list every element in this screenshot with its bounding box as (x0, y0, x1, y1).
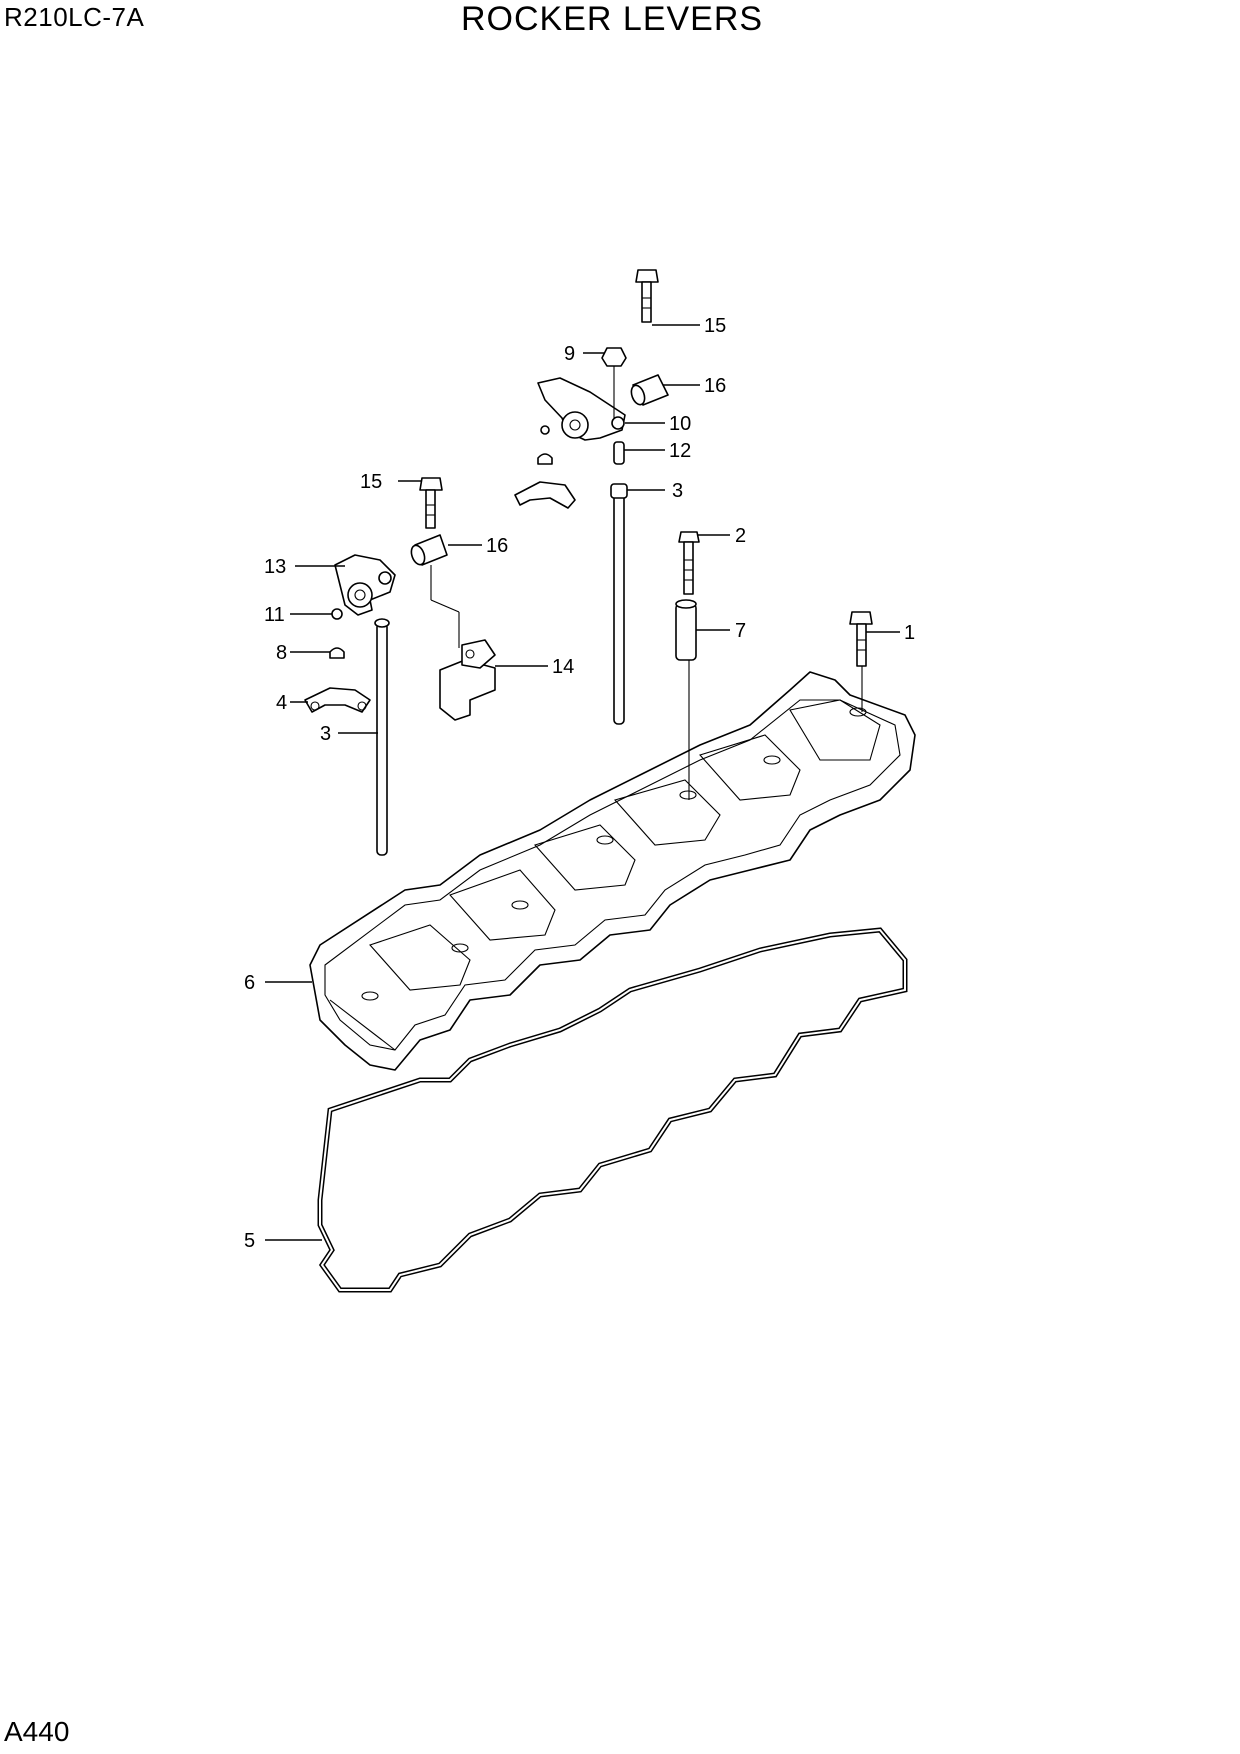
callout-11: 11 (264, 604, 285, 626)
model-code: R210LC-7A (4, 2, 145, 32)
callout-3-top: 3 (672, 480, 683, 502)
callout-1: 1 (904, 622, 915, 644)
gasket-part-5 (317, 927, 908, 1293)
page-code: A440 (4, 1716, 70, 1747)
callout-15-left: 15 (360, 471, 382, 493)
callout-12: 12 (669, 440, 691, 462)
callout-10: 10 (669, 413, 691, 435)
pin-part-12 (613, 441, 625, 465)
bolt-part-1 (849, 611, 873, 712)
callout-13: 13 (264, 556, 286, 578)
callout-8: 8 (276, 642, 287, 664)
leader-lines (265, 324, 900, 1241)
rocker-support-part-14 (439, 639, 496, 721)
bolt-part-2 (678, 531, 700, 595)
rocker-shaft-left-part-16 (410, 534, 460, 648)
page-title: ROCKER LEVERS (461, 0, 764, 38)
rocker-shaft-top-part-16 (630, 374, 669, 406)
bridge-part-4 (304, 687, 371, 713)
callout-9: 9 (564, 343, 575, 365)
callout-3-left: 3 (320, 723, 331, 745)
nut-part-9 (601, 347, 627, 418)
callout-7: 7 (735, 620, 746, 642)
callout-16-top: 16 (704, 375, 726, 397)
callout-16-left: 16 (486, 535, 508, 557)
sleeve-part-7 (675, 599, 697, 800)
top-small-parts (514, 425, 576, 509)
callout-6: 6 (244, 972, 255, 994)
ball-part-11 (331, 608, 343, 620)
rocker-lever-top (537, 377, 626, 441)
bolt-top-part-15 (635, 269, 659, 323)
bolt-left-part-15 (419, 477, 443, 529)
callout-15-top: 15 (704, 315, 726, 337)
rocker-lever-left-part-13 (334, 554, 396, 616)
pushrod-left-part-3 (374, 618, 390, 856)
rocker-cover-part-6 (309, 671, 916, 1071)
callout-4: 4 (276, 692, 287, 714)
callout-2: 2 (735, 525, 746, 547)
callout-5: 5 (244, 1230, 255, 1252)
callout-14: 14 (552, 656, 574, 678)
cap-part-8 (329, 647, 345, 659)
pushrod-top-part-3 (610, 483, 628, 725)
